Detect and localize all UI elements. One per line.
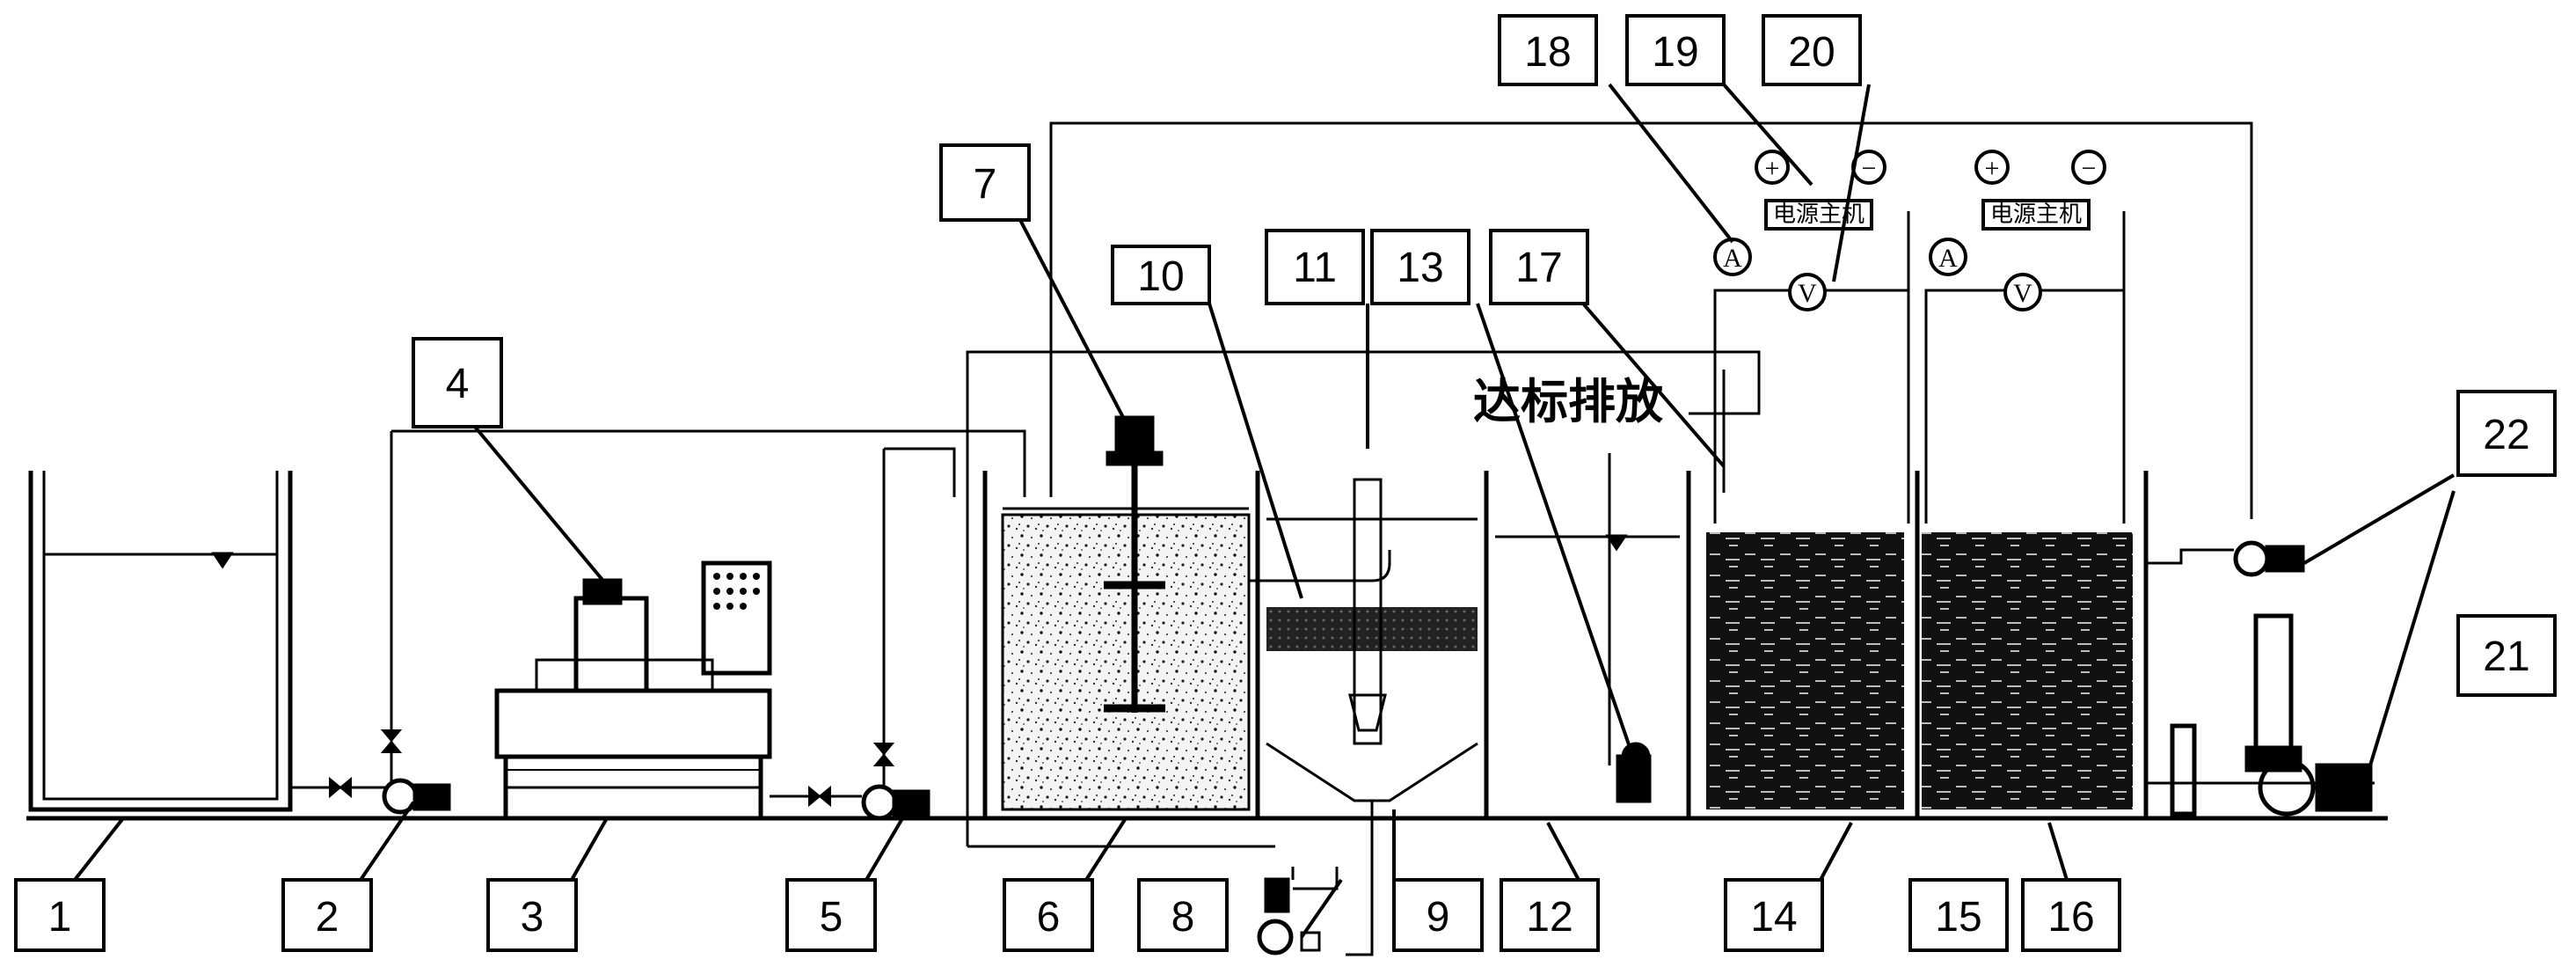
label-22: 22 <box>2483 412 2529 458</box>
label-19: 19 <box>1652 29 1698 76</box>
dosing-device <box>494 560 772 821</box>
power-unit-title: 电源主机 <box>1773 201 1864 228</box>
label-10: 10 <box>1137 253 1184 300</box>
lift-pump-2 <box>380 431 451 815</box>
label-7: 7 <box>974 161 997 208</box>
reaction-tank-6 <box>982 471 1260 821</box>
label-18: 18 <box>1524 29 1571 76</box>
blower-21 <box>2146 613 2375 817</box>
label-6: 6 <box>1037 894 1061 941</box>
label-15: 15 <box>1935 894 1981 941</box>
power-unit-title: 电源主机 <box>1990 201 2082 228</box>
label-20: 20 <box>1788 29 1835 76</box>
mixer-7 <box>1104 415 1165 713</box>
label-4: 4 <box>446 361 470 407</box>
label-1: 1 <box>48 894 72 941</box>
label-boxes <box>14 14 2557 952</box>
label-3: 3 <box>521 894 544 941</box>
dosing-pump-5 <box>861 449 930 821</box>
negative-terminal: − <box>2082 154 2097 183</box>
power-unit-2: 电源主机 + − A V <box>1929 150 2106 311</box>
label-14: 14 <box>1750 894 1797 941</box>
voltmeter: V <box>1798 279 1817 308</box>
label-11: 11 <box>1293 245 1337 291</box>
electrolysis-cell-14 <box>1686 471 1920 821</box>
settling-tank-9 <box>1249 471 1489 821</box>
outlet-pump-22 <box>2146 540 2305 577</box>
label-13: 13 <box>1397 245 1443 291</box>
discharge-label: 达标排放 <box>1473 374 1663 429</box>
label-17: 17 <box>1515 245 1562 291</box>
raw-water-tank <box>28 471 293 812</box>
label-16: 16 <box>2047 894 2094 941</box>
sludge-pump-8 <box>966 350 1761 956</box>
label-5: 5 <box>820 894 843 941</box>
label-21: 21 <box>2483 633 2529 680</box>
clear-water-tank-12 <box>1484 453 1691 821</box>
electrolysis-cell-15 <box>1915 471 2149 821</box>
power-unit-1: 电源主机 + − A V <box>1713 150 1886 311</box>
ammeter: A <box>1938 244 1958 273</box>
ammeter: A <box>1723 244 1742 273</box>
label-2: 2 <box>316 894 339 941</box>
label-9: 9 <box>1427 894 1450 941</box>
label-numbers: 1 2 3 4 5 6 7 8 9 10 11 12 13 14 15 16 1… <box>48 29 2530 941</box>
label-8: 8 <box>1171 894 1195 941</box>
leader-lines <box>73 83 2456 939</box>
positive-terminal: + <box>1985 154 2000 183</box>
positive-terminal: + <box>1765 154 1780 183</box>
label-12: 12 <box>1526 894 1573 941</box>
voltmeter: V <box>2013 279 2032 308</box>
negative-terminal: − <box>1862 154 1877 183</box>
